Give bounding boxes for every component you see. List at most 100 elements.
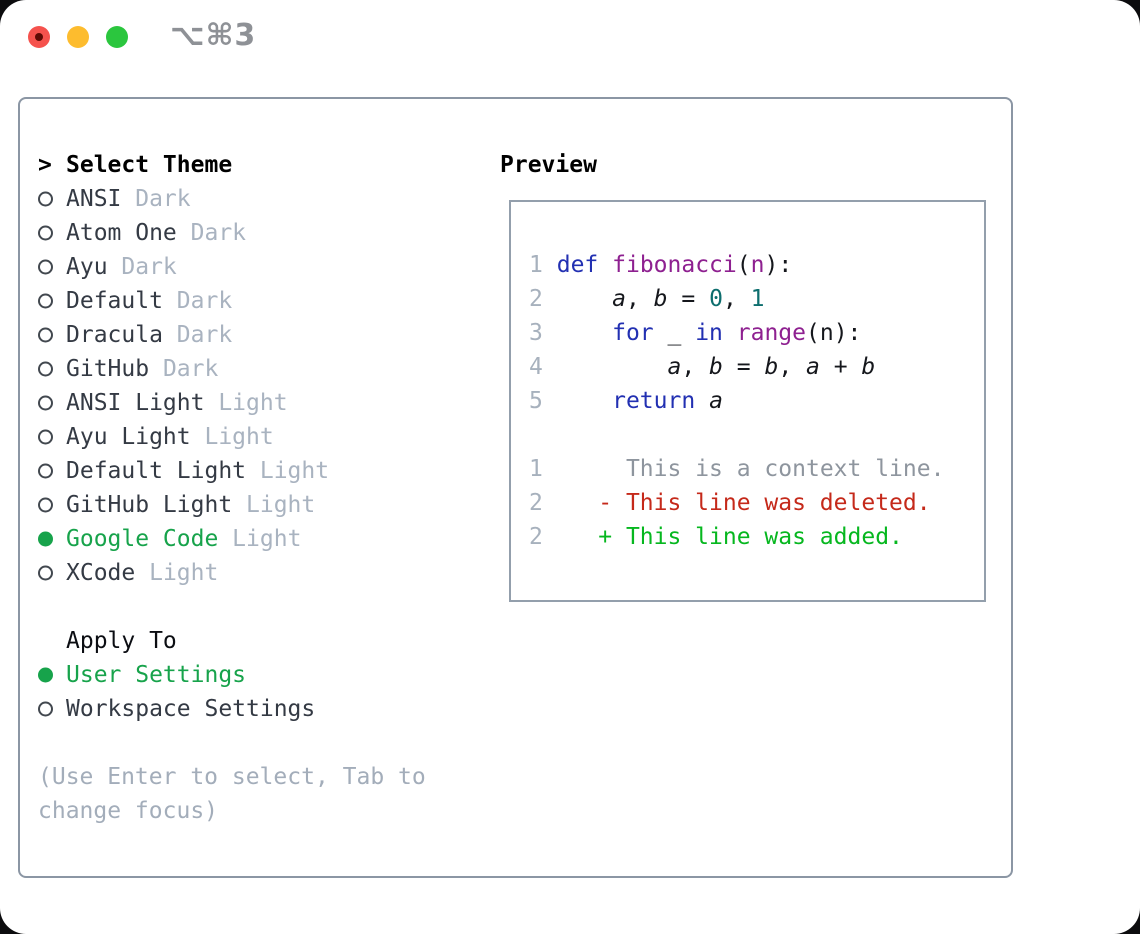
theme-item-github[interactable]: GitHub Dark — [38, 352, 498, 386]
token-ln: 2 — [529, 286, 543, 312]
token-pl — [543, 354, 668, 380]
theme-item-github-light[interactable]: GitHub Light Light — [38, 488, 498, 522]
theme-name: GitHub Light — [66, 492, 233, 518]
token-ln: 2 — [529, 490, 543, 516]
token-add: + This line was added. — [598, 524, 903, 550]
token-va: b — [861, 354, 876, 380]
theme-variant-badge: Dark — [162, 288, 233, 314]
token-va: b — [653, 286, 668, 312]
traffic-lights — [28, 26, 128, 48]
theme-variant-badge: Dark — [149, 356, 219, 382]
token-ln: 4 — [529, 354, 543, 380]
token-fn: range — [736, 320, 807, 346]
token-pl — [598, 252, 612, 278]
token-kw: return — [612, 388, 696, 414]
token-li: 1 — [750, 286, 765, 312]
token-kw: def — [556, 252, 599, 278]
theme-item-ayu-light[interactable]: Ayu Light Light — [38, 420, 498, 454]
theme-item-ayu[interactable]: Ayu Dark — [38, 250, 498, 284]
token-pl: ( — [736, 252, 751, 278]
token-va: a — [667, 354, 682, 380]
token-va: a — [806, 354, 820, 380]
theme-item-ansi[interactable]: ANSI Dark — [38, 182, 498, 216]
select-theme-header: Select Theme — [66, 152, 233, 178]
token-pl — [695, 388, 709, 414]
token-pl: + — [819, 354, 862, 380]
theme-name: Atom One — [66, 220, 177, 246]
theme-name: ANSI — [66, 186, 122, 212]
theme-item-ansi-light[interactable]: ANSI Light Light — [38, 386, 498, 420]
token-pl — [543, 388, 612, 414]
theme-item-dracula[interactable]: Dracula Dark — [38, 318, 498, 352]
theme-name: Ayu — [66, 254, 108, 280]
zoom-button-icon[interactable] — [106, 26, 128, 48]
token-va: a — [709, 388, 723, 414]
token-pl — [543, 456, 626, 482]
apply-item-workspace-settings[interactable]: Workspace Settings — [38, 692, 498, 726]
theme-item-google-code[interactable]: Google Code Light — [38, 522, 498, 556]
code-line: 4 a, b = b, a + b — [529, 350, 984, 384]
theme-item-atom-one[interactable]: Atom One Dark — [38, 216, 498, 250]
theme-variant-badge: Dark — [162, 322, 233, 348]
token-pl — [543, 524, 598, 550]
hint-text-line1: (Use Enter to select, Tab to — [38, 764, 426, 790]
theme-variant-badge: Light — [232, 492, 316, 518]
theme-variant-badge: Light — [204, 390, 288, 416]
theme-name: ANSI Light — [66, 390, 205, 416]
theme-item-default[interactable]: Default Dark — [38, 284, 498, 318]
theme-item-default-light[interactable]: Default Light Light — [38, 454, 498, 488]
token-ln: 5 — [529, 388, 543, 414]
token-li: 0 — [709, 286, 723, 312]
radio-selected-icon — [38, 658, 66, 692]
token-pl: = — [722, 354, 765, 380]
token-fn: n — [750, 252, 765, 278]
code-line: 1 This is a context line. — [529, 452, 984, 486]
token-fn: fibonacci — [612, 252, 737, 278]
prompt-icon: > — [38, 152, 52, 178]
apply-item-label: Workspace Settings — [66, 696, 316, 722]
theme-variant-badge: Dark — [176, 220, 247, 246]
theme-name: Dracula — [66, 322, 163, 348]
token-pl: , — [722, 286, 751, 312]
theme-item-xcode[interactable]: XCode Light — [38, 556, 498, 590]
radio-selected-icon — [38, 522, 66, 556]
close-button-icon[interactable] — [28, 26, 50, 48]
radio-icon — [38, 488, 66, 522]
radio-icon — [38, 420, 66, 454]
token-pl — [543, 286, 612, 312]
token-pl: _ — [653, 320, 696, 346]
theme-variant-badge: Light — [246, 458, 330, 484]
token-pl — [723, 320, 737, 346]
theme-name: Default Light — [66, 458, 247, 484]
theme-name: Google Code — [66, 526, 219, 552]
apply-item-user-settings[interactable]: User Settings — [38, 658, 498, 692]
indent-spacer — [38, 624, 66, 658]
theme-variant-badge: Light — [218, 526, 302, 552]
theme-name: GitHub — [66, 356, 150, 382]
theme-variant-badge: Dark — [107, 254, 177, 280]
theme-variant-badge: Light — [190, 424, 274, 450]
token-pl — [543, 320, 612, 346]
token-pl — [543, 490, 598, 516]
token-ctx: This is a context line. — [625, 456, 945, 482]
minimize-button-icon[interactable] — [67, 26, 89, 48]
apply-to-header: Apply To — [66, 628, 177, 654]
token-ln: 1 — [529, 252, 543, 278]
theme-name: Default — [66, 288, 163, 314]
apply-to-header-row: Apply To — [38, 624, 498, 658]
window-title: ⌥⌘3 — [170, 18, 257, 53]
token-ln: 2 — [529, 524, 543, 550]
radio-icon — [38, 386, 66, 420]
code-line: 2 a, b = 0, 1 — [529, 282, 984, 316]
code-line: 3 for _ in range(n): — [529, 316, 984, 350]
token-pl: , — [625, 286, 654, 312]
radio-icon — [38, 216, 66, 250]
blank-line — [529, 418, 984, 452]
theme-variant-badge: Light — [135, 560, 219, 586]
radio-icon — [38, 454, 66, 488]
token-va: b — [709, 354, 723, 380]
token-ln: 3 — [529, 320, 543, 346]
token-pl: = — [667, 286, 710, 312]
